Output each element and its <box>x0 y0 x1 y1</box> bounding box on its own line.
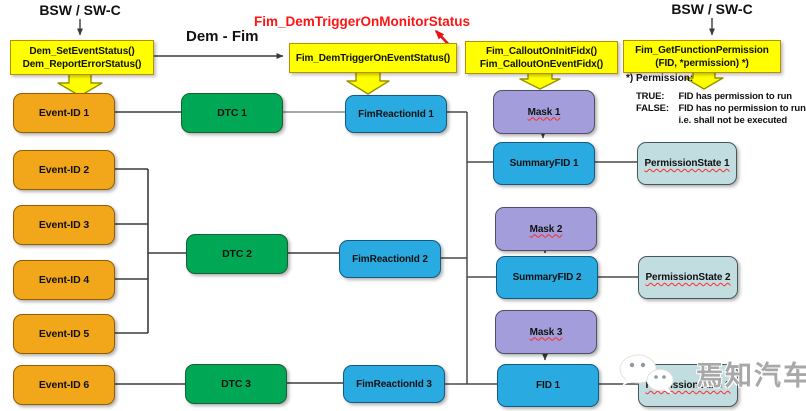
node-label: FimReactionId 2 <box>352 253 428 265</box>
node-event-id-2: Event-ID 2 <box>13 150 115 190</box>
node-fid-1: FID 1 <box>497 364 599 407</box>
node-label: PermissionState 3 <box>645 380 731 391</box>
permission-note-title: *) Permission: <box>626 73 694 84</box>
api-line: Fim_DemTriggerOnEventStatus() <box>295 52 451 64</box>
node-mask-3: Mask 3 <box>495 310 597 354</box>
api-line: Dem_SetEventStatus() <box>29 45 135 57</box>
api-line: Fim_CalloutOnEventFidx() <box>479 58 604 70</box>
node-fim-reaction-1: FimReactionId 1 <box>345 95 447 133</box>
node-event-id-3: Event-ID 3 <box>13 205 115 245</box>
node-fim-reaction-3: FimReactionId 3 <box>343 365 445 403</box>
node-label: FID 1 <box>536 380 560 391</box>
red-annotation-label: Fim_DemTriggerOnMonitorStatus <box>254 14 471 29</box>
node-mask-2: Mask 2 <box>495 207 597 251</box>
watermark-text: 焉知汽车 <box>696 361 806 391</box>
node-dtc-3: DTC 3 <box>185 364 287 404</box>
node-label: Event-ID 5 <box>38 328 90 340</box>
fim-callout-api-box: Fim_CalloutOnInitFidx() Fim_CalloutOnEve… <box>465 41 618 74</box>
dtc-reaction-connectors2 <box>285 252 343 384</box>
note-text: FID has permission to run <box>678 91 793 102</box>
node-permission-state-2: PermissionState 2 <box>638 256 738 299</box>
bsw-swc-left-heading: BSW / SW-C <box>39 2 121 18</box>
bsw-swc-right-heading: BSW / SW-C <box>671 1 753 17</box>
api-line: Fim_GetFunctionPermission <box>635 44 769 56</box>
note-label: TRUE: <box>636 91 665 102</box>
api-line: (FID, *permission) *) <box>655 57 749 69</box>
permission-note: TRUE: FID has permission to run FALSE: F… <box>636 91 806 127</box>
wechat-chat-bubbles-icon <box>619 354 674 394</box>
watermark: 焉知汽车 <box>608 348 806 396</box>
node-fim-reaction-2: FimReactionId 2 <box>339 240 441 278</box>
node-label: DTC 1 <box>217 107 247 119</box>
note-text: FID has no permission to run, <box>678 103 806 114</box>
node-dtc-2: DTC 2 <box>186 234 288 274</box>
node-label: PermissionState 1 <box>644 158 730 169</box>
note-text: i.e. shall not be executed <box>678 115 788 126</box>
node-label: FimReactionId 3 <box>356 378 432 390</box>
node-label: Event-ID 1 <box>38 107 90 119</box>
node-summary-fid-2: SummaryFID 2 <box>496 256 598 299</box>
dem-fim-label: Dem - Fim <box>186 28 259 45</box>
fim-trigger-fat-arrow <box>346 70 390 95</box>
node-event-id-6: Event-ID 6 <box>13 365 115 405</box>
api-line: Fim_CalloutOnInitFidx() <box>485 45 598 57</box>
node-label: DTC 2 <box>222 248 252 260</box>
fat-yellow-arrows <box>57 69 724 97</box>
node-event-id-1: Event-ID 1 <box>13 93 115 133</box>
node-dtc-1: DTC 1 <box>181 93 283 133</box>
node-event-id-4: Event-ID 4 <box>13 260 115 300</box>
dem-api-box: Dem_SetEventStatus() Dem_ReportErrorStat… <box>10 40 154 75</box>
reaction-fid-bus <box>439 111 638 385</box>
node-label: Event-ID 4 <box>38 274 90 286</box>
node-label: DTC 3 <box>221 378 251 390</box>
node-permission-state-1: PermissionState 1 <box>637 142 737 185</box>
permission-note-row: TRUE: FID has permission to run <box>636 91 806 103</box>
fim-getpermission-api-box: Fim_GetFunctionPermission (FID, *permiss… <box>623 40 781 73</box>
node-label: Event-ID 6 <box>38 379 90 391</box>
node-label: FimReactionId 1 <box>358 108 434 120</box>
node-label: Event-ID 3 <box>38 219 90 231</box>
event-dtc-connectors <box>113 111 186 385</box>
node-label: SummaryFID 1 <box>509 158 579 169</box>
permission-note-row: FALSE: FID has no permission to run, <box>636 103 806 115</box>
node-label: Mask 2 <box>529 223 563 235</box>
fim-trigger-api-box: Fim_DemTriggerOnEventStatus() <box>289 43 457 73</box>
node-label: Event-ID 2 <box>38 164 90 176</box>
node-label: SummaryFID 2 <box>512 272 582 283</box>
node-mask-1: Mask 1 <box>493 90 595 134</box>
node-label: PermissionState 2 <box>645 272 731 283</box>
api-line: Dem_ReportErrorStatus() <box>22 58 142 70</box>
node-event-id-5: Event-ID 5 <box>13 314 115 354</box>
node-label: Mask 3 <box>529 326 563 338</box>
permission-note-row: i.e. shall not be executed <box>636 115 806 127</box>
note-label: FALSE: <box>636 103 669 114</box>
node-label: Mask 1 <box>527 106 561 118</box>
node-summary-fid-1: SummaryFID 1 <box>493 142 595 185</box>
